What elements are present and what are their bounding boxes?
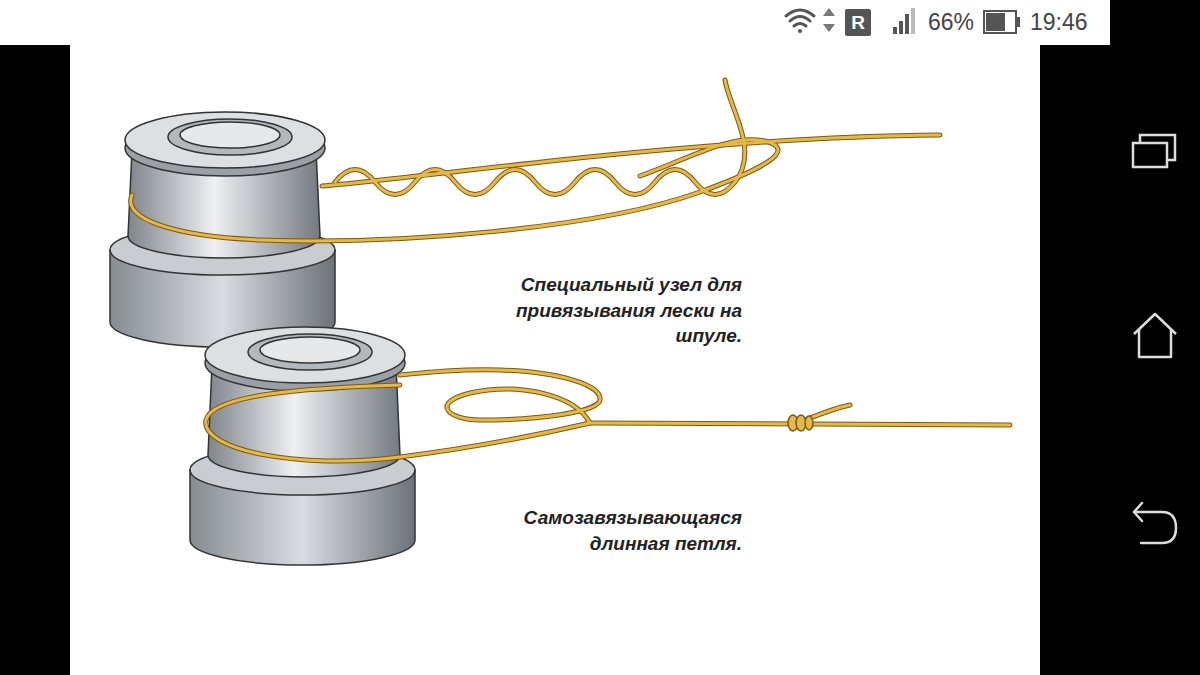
battery-icon xyxy=(984,11,1020,33)
back-button xyxy=(1134,503,1176,543)
battery-percent: 66% xyxy=(928,8,982,36)
spool-top xyxy=(168,119,292,155)
spool-top xyxy=(180,122,280,148)
recent-apps-button xyxy=(1133,135,1175,167)
fishing-line xyxy=(322,135,940,186)
spool-top xyxy=(125,112,325,168)
battery-icon xyxy=(986,13,1005,31)
home-button xyxy=(1139,330,1171,357)
data-arrows xyxy=(823,24,835,32)
spool-top xyxy=(110,112,335,347)
fishing-line xyxy=(131,80,940,241)
signal-icon xyxy=(899,21,903,34)
signal-icon xyxy=(893,8,915,34)
signal-icon xyxy=(893,27,897,34)
recent-apps-button xyxy=(1140,135,1175,160)
caption: Самозавязывающаяся длинная петля. xyxy=(480,505,742,556)
roaming-letter: R xyxy=(845,9,871,36)
fishing-line xyxy=(206,370,1010,461)
wifi-icon xyxy=(794,24,806,27)
wifi-icon xyxy=(786,10,814,33)
home-button xyxy=(1134,314,1176,334)
line-knot xyxy=(805,416,813,430)
home-button xyxy=(1134,314,1176,357)
data-arrows xyxy=(823,8,835,32)
clock: 19:46 xyxy=(1030,8,1102,36)
fishing-line xyxy=(131,140,778,241)
fishing-line xyxy=(400,370,600,423)
spool-bottom xyxy=(260,337,360,363)
fishing-line xyxy=(400,370,600,423)
wifi-icon xyxy=(798,29,802,33)
spool-bottom xyxy=(248,334,372,370)
back-button xyxy=(1134,512,1176,543)
spool-bottom xyxy=(205,327,405,383)
battery-icon xyxy=(984,11,1016,33)
roaming-box xyxy=(845,9,871,36)
fishing-line xyxy=(206,385,590,461)
wifi-icon xyxy=(790,17,810,22)
line-knot xyxy=(788,415,813,431)
signal-icon xyxy=(905,14,909,34)
recent-apps-button xyxy=(1133,143,1167,167)
caption: Специальный узел для привязывания лески … xyxy=(480,272,742,349)
fishing-line xyxy=(322,135,940,186)
battery-icon xyxy=(1016,17,1020,27)
fishing-line xyxy=(131,140,778,241)
data-arrows xyxy=(823,8,835,16)
fishing-line xyxy=(206,370,1010,461)
fishing-line xyxy=(206,370,1010,461)
fishing-line xyxy=(131,80,940,241)
fishing-line xyxy=(206,385,590,461)
fishing-line xyxy=(131,80,940,241)
fishing-line xyxy=(335,80,745,195)
spool-bottom xyxy=(190,327,415,565)
signal-icon xyxy=(911,8,915,34)
